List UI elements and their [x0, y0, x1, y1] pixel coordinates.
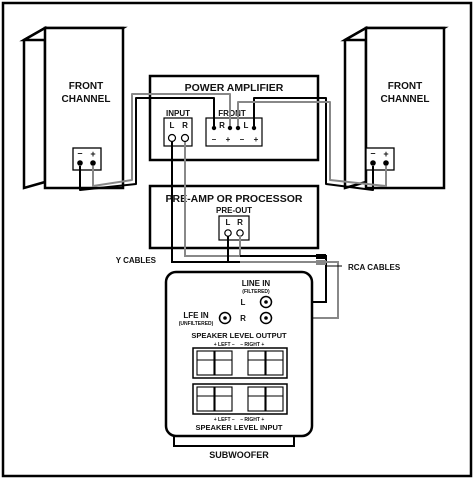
- power-amp-input-r-jack: [180, 133, 190, 143]
- line-in-label: LINE IN: [242, 279, 271, 288]
- right-speaker-label-2: CHANNEL: [381, 94, 430, 105]
- preamp-title: PRE-AMP OR PROCESSOR: [166, 193, 303, 205]
- power-amp-front-r: R: [219, 121, 225, 130]
- output-terminal-3: [247, 350, 266, 376]
- right-speaker-neg-sign: –: [370, 148, 375, 158]
- right-speaker-label-1: FRONT: [388, 81, 422, 92]
- left-speaker-neg-sign: –: [77, 148, 82, 158]
- right-speaker-pos-sign: +: [383, 149, 388, 159]
- power-amp-sign-3: –: [240, 135, 245, 144]
- power-amp-terminal-2: [227, 125, 233, 131]
- power-amp-sign-2: +: [226, 135, 231, 144]
- right-speaker-side: [343, 25, 368, 190]
- output-terminal-4: [265, 350, 284, 376]
- lfe-in-jack-pin: [223, 316, 227, 320]
- line-in-sub-label: (FILTERED): [242, 289, 270, 295]
- rca-cables-label: RCA CABLES: [348, 263, 401, 272]
- y-cable-right: [184, 142, 241, 257]
- rca-plug-1: [316, 254, 326, 259]
- preamp-preout-label: PRE-OUT: [216, 206, 252, 215]
- power-amp-terminal-4: [251, 125, 257, 131]
- speaker-input-label: SPEAKER LEVEL INPUT: [196, 423, 283, 432]
- input-terminal-4: [265, 386, 284, 412]
- line-in-l-jack-pin: [264, 300, 268, 304]
- left-speaker-wire-pos: [92, 93, 231, 187]
- lfe-in-label: LFE IN: [183, 311, 209, 320]
- left-speaker-neg-terminal: [77, 160, 83, 166]
- preamp-processor: PRE-AMP OR PROCESSOR PRE-OUT L R: [148, 184, 320, 250]
- y-cables-label: Y CABLES: [116, 256, 157, 265]
- lfe-in-sub-label: (UNFILTERED): [179, 321, 214, 327]
- speaker-output-channels: + LEFT – – RIGHT +: [214, 342, 265, 348]
- left-speaker-pos-sign: +: [90, 149, 95, 159]
- left-speaker-side: [22, 25, 47, 190]
- right-speaker-neg-terminal: [370, 160, 376, 166]
- power-amp-input-label: INPUT: [166, 109, 190, 118]
- right-speaker-pos-terminal: [383, 160, 389, 166]
- input-terminals: [196, 386, 284, 412]
- right-speaker-wire-pos: [237, 101, 387, 187]
- subwoofer-label: SUBWOOFER: [209, 450, 269, 460]
- input-terminal-1: [196, 386, 215, 412]
- input-terminal-2: [214, 386, 233, 412]
- left-speaker-label-2: CHANNEL: [62, 94, 111, 105]
- power-amplifier: POWER AMPLIFIER INPUT L R FRONT R L – + …: [148, 74, 320, 162]
- line-in-r-jack-pin: [264, 316, 268, 320]
- preamp-preout-l: L: [226, 218, 231, 227]
- power-amp-input-l-jack: [167, 133, 177, 143]
- preamp-preout-l-jack: [224, 229, 232, 237]
- power-amp-front-plate: [205, 117, 263, 147]
- left-speaker-pos-terminal: [90, 160, 96, 166]
- output-terminals: [196, 350, 284, 376]
- left-speaker-wire-neg: [79, 97, 215, 191]
- output-terminal-1: [196, 350, 215, 376]
- input-terminal-3: [247, 386, 266, 412]
- speaker-wires: [79, 93, 387, 191]
- right-speaker: FRONT CHANNEL – +: [340, 25, 449, 190]
- power-amp-terminal-1: [211, 125, 217, 131]
- power-amp-title: POWER AMPLIFIER: [185, 82, 284, 94]
- power-amp-sign-4: +: [254, 135, 259, 144]
- rca-plug-2: [316, 260, 326, 265]
- power-amp-front-l: L: [244, 121, 249, 130]
- power-amp-sign-1: –: [212, 135, 217, 144]
- left-speaker-label-1: FRONT: [69, 81, 103, 92]
- output-terminal-2: [214, 350, 233, 376]
- preamp-preout-r-jack: [236, 229, 244, 237]
- line-in-r-label: R: [240, 314, 246, 323]
- power-amp-input-l: L: [170, 121, 175, 130]
- left-speaker: FRONT CHANNEL – +: [19, 25, 128, 190]
- line-in-l-label: L: [241, 298, 246, 307]
- power-amp-front-label: FRONT: [218, 109, 246, 118]
- subwoofer: LINE IN (FILTERED) L R LFE IN (UNFILTERE…: [164, 270, 314, 447]
- speaker-output-label: SPEAKER LEVEL OUTPUT: [191, 331, 287, 340]
- power-amp-input-r: R: [182, 121, 188, 130]
- preamp-preout-plate: [218, 215, 250, 241]
- power-amp-terminal-3: [235, 125, 241, 131]
- preamp-preout-r: R: [237, 218, 243, 227]
- speaker-input-channels: + LEFT – – RIGHT +: [214, 417, 265, 423]
